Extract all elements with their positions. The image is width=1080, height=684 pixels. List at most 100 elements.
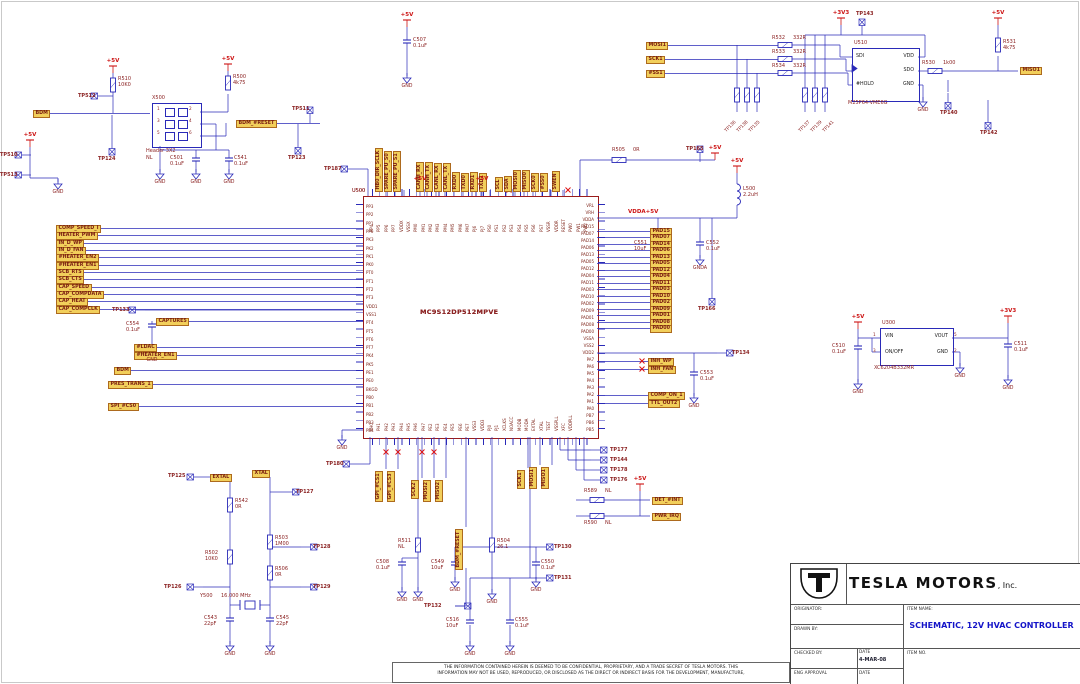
mcu-pin-name: PAD09 (580, 308, 594, 313)
mcu-pin-name: PAD02 (580, 301, 594, 306)
mcu-pin-name: PAD12 (580, 266, 594, 271)
net-label: MISO1 (1020, 67, 1043, 75)
mcu-pin-name: PK1 (366, 253, 374, 259)
net-label: HEATER_PWM (56, 232, 98, 240)
mcu-top-pin-stubs (372, 189, 591, 196)
text-label: U510 (854, 40, 868, 46)
mcu-pin-name: PT2 (366, 287, 374, 292)
mcu-pin-name: PB5 (586, 427, 594, 432)
mcu-pin-name: PP0 (366, 228, 374, 234)
part-value: 10K0 (118, 81, 131, 88)
text-label: M25P64-VME6G (848, 100, 888, 106)
part-value: 0.1uF (170, 160, 184, 167)
mcu-pin-name: PA0 (586, 406, 594, 411)
mcu-pin-name: PE6 (457, 423, 463, 431)
mcu-pin-name: PP5 (376, 224, 382, 232)
ground-label: GND (264, 652, 276, 657)
text-label: U300 (882, 320, 896, 326)
mcu-pin-name: PH3 (391, 423, 397, 431)
component-box (165, 120, 175, 129)
part-ref: C545 (276, 615, 290, 621)
ground-label: GND (154, 180, 166, 185)
ground-label: GND (449, 588, 461, 593)
text-label: U500 (352, 188, 366, 194)
test-point-icon (14, 151, 31, 159)
part-ref: C516 (446, 617, 460, 623)
net-label: SPARE_PU_S0 (384, 150, 392, 192)
mcu-pin-name: PA2 (586, 392, 594, 397)
net-label: TTL_OUT2 (648, 400, 680, 408)
mcu-pin-name: PS5 (523, 224, 529, 233)
mcu-pin-name: PB1 (366, 403, 374, 409)
mcu-pin-name: PH5 (405, 423, 411, 431)
ground-label: GND (396, 598, 408, 603)
test-point-label: TP124 (98, 156, 116, 162)
part-ref: C511 (1014, 341, 1028, 347)
power-label: +3V3 (832, 10, 850, 16)
mcu-pin-name: VSS3 (472, 420, 478, 431)
tb-divider (857, 648, 858, 684)
net-label: BDM (33, 110, 51, 118)
net-label: SCB_CTS (56, 276, 85, 284)
mcu-pin-name: PB2 (366, 411, 374, 417)
company-suffix: , Inc. (997, 581, 1018, 590)
mcu-ref: U500 (352, 188, 366, 194)
net-label: GPI_#CS3 (387, 470, 395, 502)
mcu-pin-name: TEST (546, 421, 552, 431)
mcu-pin-name: PJ6 (472, 225, 478, 232)
date-label: DATE (859, 650, 871, 655)
text-label: 3 (157, 118, 160, 123)
mcu-pin-name: VSSX (405, 221, 411, 232)
mcu-pin-name: VSS2 (583, 343, 594, 348)
confidentiality-notice: THE INFORMATION CONTAINED HEREIN IS DEEM… (392, 662, 790, 683)
ground-label: GND (954, 374, 966, 379)
net-label: SPARE_PU_S1 (393, 150, 401, 192)
mcu-pin-name: VDDR (553, 220, 559, 232)
net-label: #SS1 (646, 70, 666, 78)
part-value: 0.1uF (126, 326, 140, 333)
mcu-pin-name: PP2 (366, 212, 374, 218)
power-label: +5V (23, 132, 37, 138)
part-value: 1M00 (275, 540, 289, 547)
mcu-pin-name: PE4 (442, 423, 448, 431)
text-label: Header 3X2 (146, 148, 176, 154)
net-label: MOSI0 (513, 169, 521, 192)
mcu-pin-name: PT4 (366, 320, 374, 326)
mcu-u500 (363, 196, 599, 439)
ground-label: GND (486, 600, 498, 605)
part-ref: R503 (275, 535, 289, 541)
date-label-2: DATE (859, 671, 871, 676)
net-label: PWR_IRQ (652, 513, 682, 521)
date-value: 4-MAR-08 (859, 657, 887, 663)
part-ref: R589 (584, 488, 598, 494)
part-ref: C541 (234, 155, 248, 161)
part-ref: R534 (772, 63, 786, 69)
mcu-pin-name: VSSR (546, 221, 552, 232)
checked-by-label: CHECKED BY: (794, 651, 823, 656)
text-label: 3 (873, 348, 876, 353)
power-label: +5V (221, 56, 235, 62)
ground-label: GND (223, 180, 235, 185)
mcu-pin-name: PW1 (575, 223, 581, 232)
part-value: 26.1 (497, 543, 509, 550)
mcu-pin-name: PA3 (586, 385, 594, 390)
part-ref: R531 (1003, 39, 1017, 45)
part-value: 0R (235, 503, 242, 510)
mcu-pin-name: PAD04 (580, 273, 594, 278)
mcu-pin-name: PK3 (366, 237, 374, 243)
part-value: 0R (275, 571, 282, 578)
part-ref: C555 (515, 617, 529, 623)
mcu-pin-name: VSS1 (366, 311, 377, 317)
net-label: PAD00 (650, 325, 673, 333)
net-label: MISO2 (435, 479, 443, 502)
net-label: #HEATER_EN1 (134, 352, 177, 360)
component-box (852, 48, 920, 102)
component-box (178, 108, 188, 117)
test-point-icon (340, 165, 357, 173)
test-point-label: TP176 (610, 477, 628, 483)
text-label: SDI (856, 54, 865, 59)
tb-divider (903, 604, 904, 684)
part-ref: C554 (126, 321, 140, 327)
mcu-pin-name: PAD00 (580, 329, 594, 334)
mcu-pin-name: VDD3 (479, 419, 485, 431)
